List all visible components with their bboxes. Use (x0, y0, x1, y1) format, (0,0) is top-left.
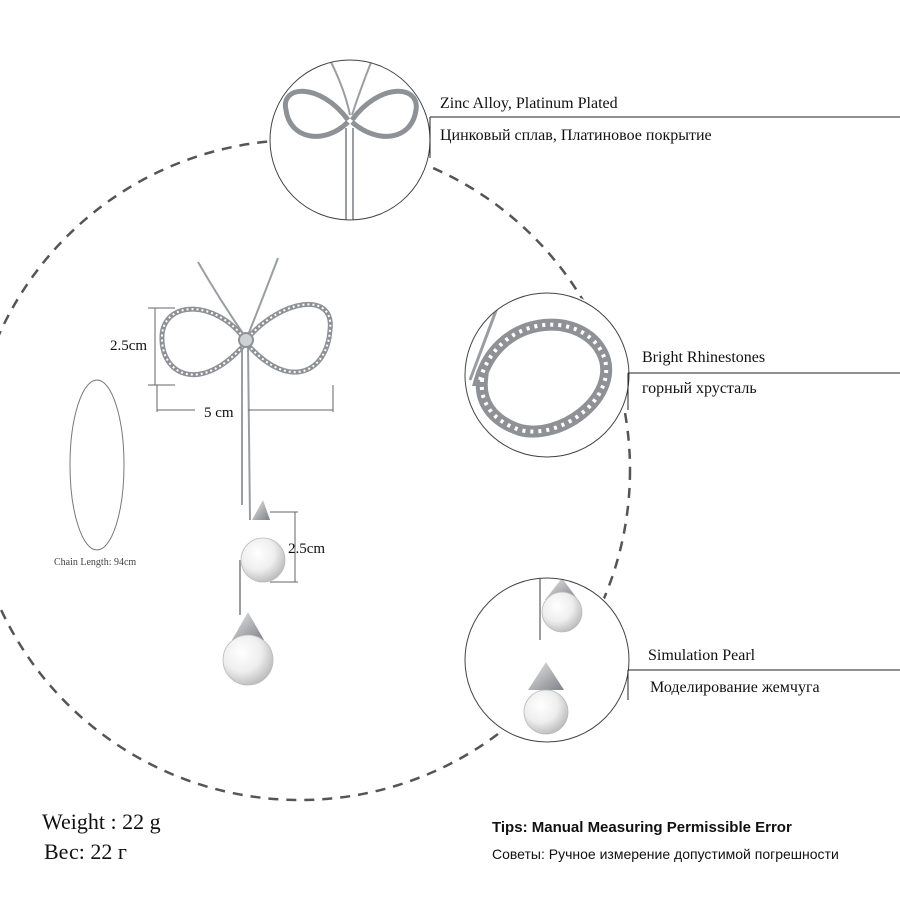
pearl-label-ru: Моделирование жемчуга (650, 679, 820, 696)
material-label-ru: Цинковый сплав, Платиновое покрытие (440, 127, 712, 144)
tips-label-ru: Советы: Ручное измерение допустимой погр… (492, 846, 839, 862)
weight-label-ru: Вес: 22 г (44, 839, 127, 864)
bow-height-label: 2.5cm (110, 338, 148, 354)
rhinestones-label-en: Bright Rhinestones (642, 349, 766, 366)
chain-length-label: Chain Length: 94cm (54, 557, 137, 568)
detail-circle-pearls (523, 578, 583, 735)
weight-label-en: Weight : 22 g (42, 809, 161, 834)
necklace-main (197, 257, 279, 615)
pearl-upper (240, 537, 286, 583)
detail-circle-rhinestones (468, 299, 613, 438)
bow-width-label: 5 cm (204, 405, 234, 421)
chain-ellipse (69, 379, 125, 551)
pearl-lower (222, 634, 274, 686)
material-label-en: Zinc Alloy, Platinum Plated (440, 95, 618, 112)
rhinestones-label-ru: горный хрусталь (642, 380, 757, 397)
dimension-lines (148, 307, 334, 583)
tips-label-en: Tips: Manual Measuring Permissible Error (492, 819, 792, 836)
pearl-label-en: Simulation Pearl (648, 647, 756, 664)
detail-circle-bow (282, 60, 419, 220)
pearl-height-label: 2.5cm (288, 541, 326, 557)
callout-lines (429, 116, 900, 700)
